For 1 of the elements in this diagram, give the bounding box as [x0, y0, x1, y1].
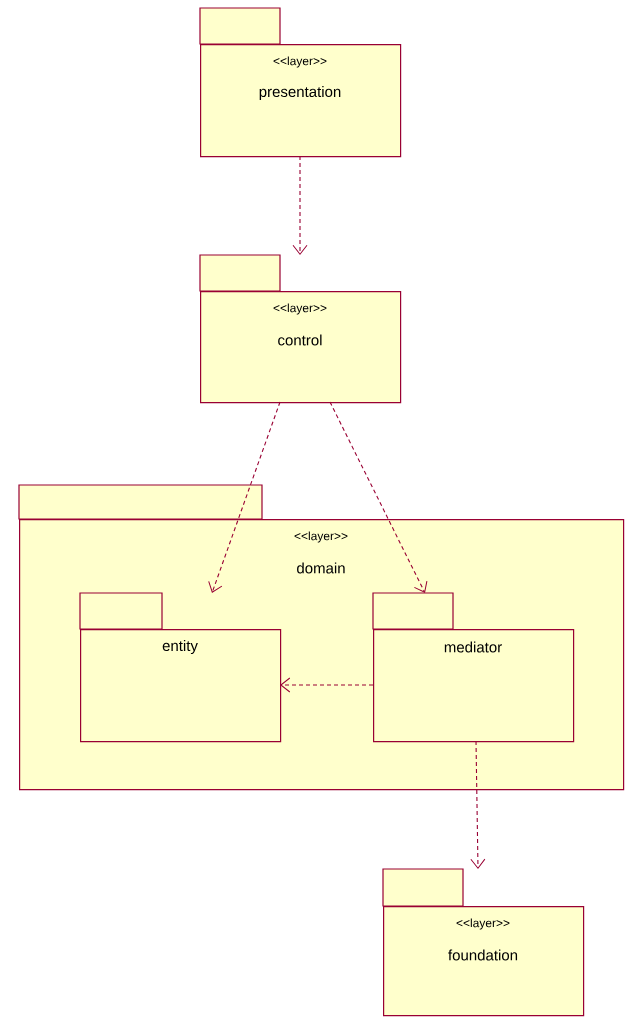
dependency-arrow [292, 155, 308, 255]
